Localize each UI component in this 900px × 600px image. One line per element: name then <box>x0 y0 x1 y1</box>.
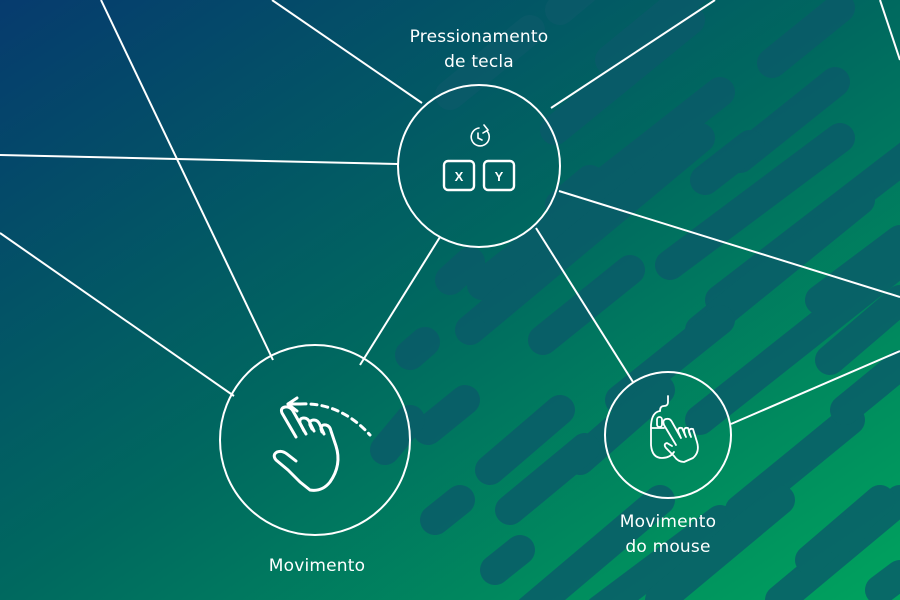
connection-lines <box>0 0 900 424</box>
diagonal-stripes <box>370 0 900 600</box>
mouse-click-hand-icon <box>650 395 699 463</box>
key-y-label: Y <box>495 169 504 184</box>
node-circle <box>604 371 732 499</box>
edge-line <box>100 0 274 361</box>
label-mouse-movement: Movimento do mouse <box>568 510 768 560</box>
label-mouse-movement-line1: Movimento <box>619 512 717 532</box>
edge-line <box>879 0 900 61</box>
edge-line <box>0 154 399 165</box>
edge-line <box>271 0 423 104</box>
label-mouse-movement-line2: do mouse <box>625 537 711 557</box>
label-movement-line1: Movimento <box>268 556 366 576</box>
label-keypress-line1: Pressionamento <box>409 27 549 47</box>
node-movement <box>219 344 411 536</box>
node-keypress: X Y <box>397 84 561 248</box>
label-keypress: Pressionamento de tecla <box>379 25 579 75</box>
key-x-label: X <box>455 169 464 184</box>
edge-line <box>535 227 634 383</box>
node-mouse-movement <box>604 371 732 499</box>
edge-line <box>730 350 900 425</box>
timer-refresh-icon <box>470 124 490 147</box>
node-circle <box>397 84 561 248</box>
label-movement: Movimento <box>217 554 417 579</box>
key-x-icon <box>442 159 476 192</box>
edge-line <box>0 232 235 397</box>
key-y-icon <box>482 159 516 192</box>
edge-line <box>558 190 900 298</box>
edge-line <box>359 236 441 366</box>
label-keypress-line2: de tecla <box>444 52 514 72</box>
edge-line <box>550 0 716 109</box>
node-circle <box>219 344 411 536</box>
swipe-gesture-hand-icon <box>272 396 372 492</box>
